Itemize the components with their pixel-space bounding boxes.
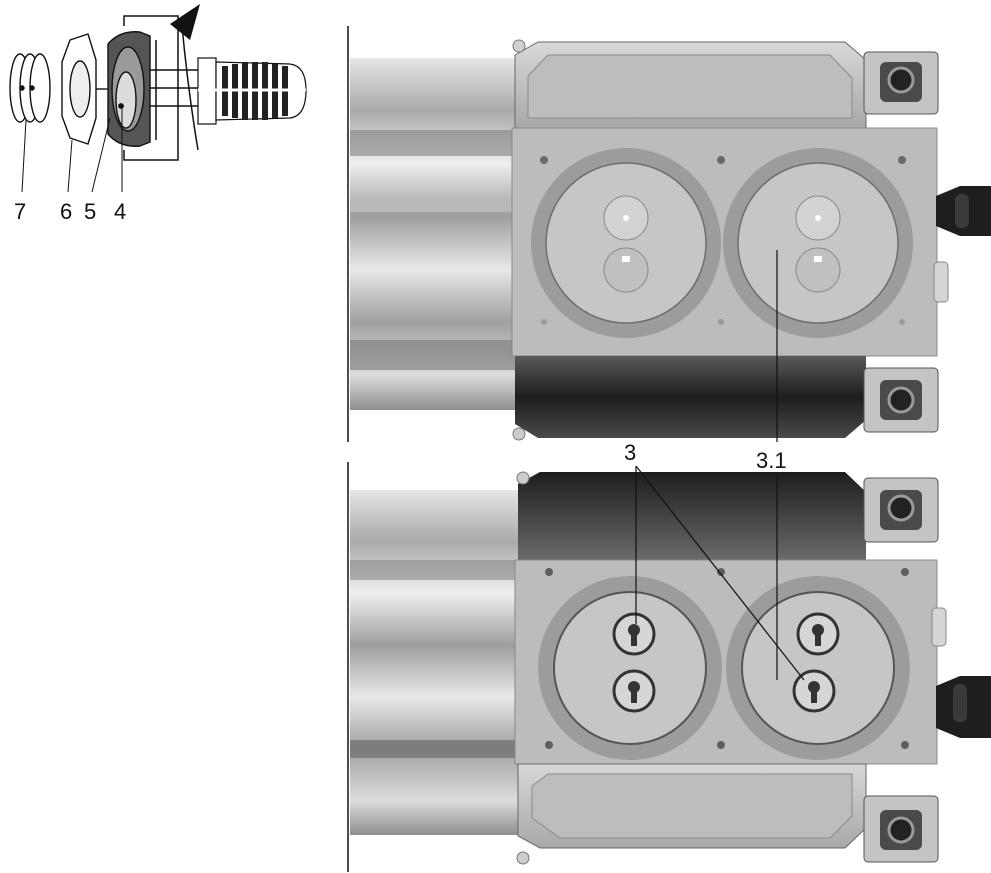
callout-5: 5 <box>84 199 96 224</box>
grommet <box>107 31 151 147</box>
bottom-port-right <box>726 576 910 760</box>
plug-connector <box>197 57 307 125</box>
label-3: 3 <box>624 440 636 465</box>
callout-leaders <box>635 250 805 681</box>
top-cable-gland <box>933 186 991 303</box>
contact-frame <box>123 15 200 161</box>
callout-4: 4 <box>114 199 126 224</box>
rotation-arrow <box>170 4 200 151</box>
exploded-detail: 7 6 5 4 <box>9 4 307 224</box>
callout-7: 7 <box>14 199 26 224</box>
label-3-1: 3.1 <box>756 448 787 473</box>
detail-leader-lines <box>21 108 123 193</box>
top-port-right <box>723 148 913 338</box>
bottom-port-left <box>538 576 722 760</box>
top-housing-view <box>347 26 991 442</box>
bottom-brackets <box>863 477 939 863</box>
top-brackets <box>863 51 939 433</box>
bottom-housing-view <box>347 462 991 872</box>
hex-nut <box>61 33 108 145</box>
callout-6: 6 <box>60 199 72 224</box>
seal-discs <box>9 53 51 123</box>
top-port-left <box>531 148 721 338</box>
bottom-cable-gland <box>931 607 991 738</box>
